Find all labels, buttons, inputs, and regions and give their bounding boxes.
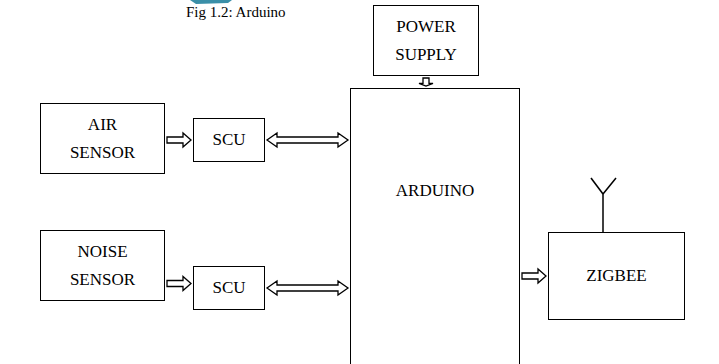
block-label: NOISE SENSOR — [63, 238, 143, 292]
block-arrow — [167, 133, 191, 147]
radio-module-box: ZIGBEE — [548, 232, 685, 320]
block-label: SCU — [212, 274, 245, 301]
block-label: SCU — [212, 126, 245, 153]
sensor-box: AIR SENSOR — [40, 103, 165, 174]
block-arrow — [267, 281, 348, 295]
block-arrow — [419, 78, 433, 86]
controller-box: ARDUINO — [350, 88, 520, 364]
antenna-symbol — [591, 178, 616, 232]
power-supply-box: POWER SUPPLY — [373, 5, 479, 76]
block-label: AIR SENSOR — [63, 111, 143, 165]
figure-caption: Fig 1.2: Arduino — [186, 4, 286, 21]
arduino-photo-fragment — [190, 0, 232, 4]
sensor-box: NOISE SENSOR — [40, 230, 165, 301]
block-arrow — [267, 133, 348, 147]
block-label: ZIGBEE — [586, 262, 646, 289]
scu-box: SCU — [193, 266, 265, 310]
block-arrow — [522, 269, 546, 283]
block-label: POWER SUPPLY — [381, 13, 471, 67]
scu-box: SCU — [193, 118, 265, 162]
block-label: ARDUINO — [396, 177, 474, 204]
block-arrow — [167, 277, 191, 291]
